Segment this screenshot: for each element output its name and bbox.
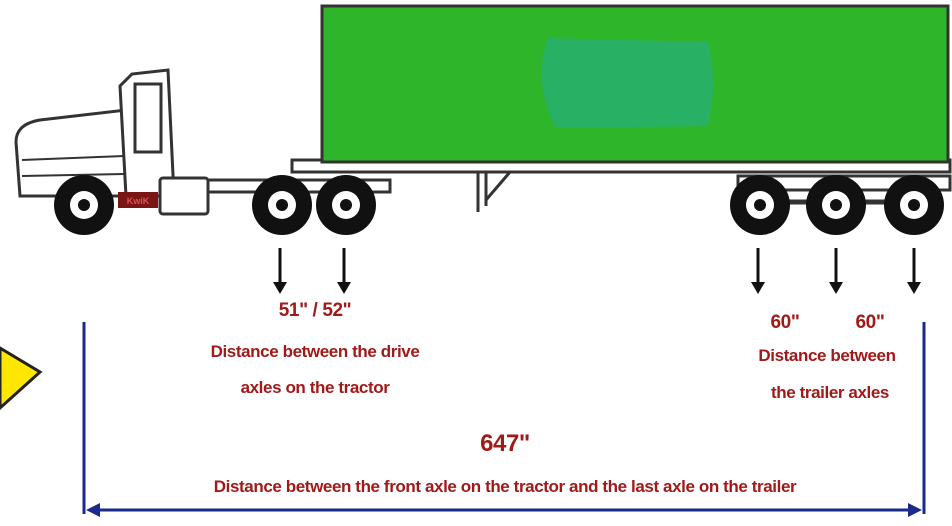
trailer-axle-spacing-2: 60" (855, 312, 885, 333)
drive-axle-arrows (273, 248, 351, 294)
drive-wheel-1 (252, 175, 312, 235)
cab-window (133, 82, 163, 154)
yellow-pointer-arrow (0, 346, 43, 411)
trailer-axle-spacing-1: 60" (770, 312, 800, 333)
kwik-badge-text: KwiK (127, 196, 150, 206)
landing-gear (476, 171, 512, 212)
fuel-tank (158, 176, 210, 216)
drive-axle-spacing: 51" / 52" (278, 300, 352, 321)
drive-wheel-2 (316, 175, 376, 235)
trailer-wheel-2 (806, 175, 866, 235)
trailer-axle-arrows (751, 248, 921, 294)
trailer-wheel-1 (730, 175, 790, 235)
trailer-wheel-3 (884, 175, 944, 235)
drive-axle-description-line2: axles on the tractor (240, 378, 390, 397)
trailer-axle-description-line2: the trailer axles (771, 383, 889, 402)
overall-axle-spacing: 647" (480, 430, 530, 457)
trailer-logo-patch (541, 38, 713, 128)
steer-wheel (54, 175, 114, 235)
overall-dimension (82, 322, 926, 517)
kwik-badge (118, 192, 158, 208)
trailer-axle-description-line1: Distance between (758, 346, 896, 365)
overall-description: Distance between the front axle on the t… (213, 477, 797, 496)
drive-axle-description-line1: Distance between the drive (210, 342, 420, 361)
